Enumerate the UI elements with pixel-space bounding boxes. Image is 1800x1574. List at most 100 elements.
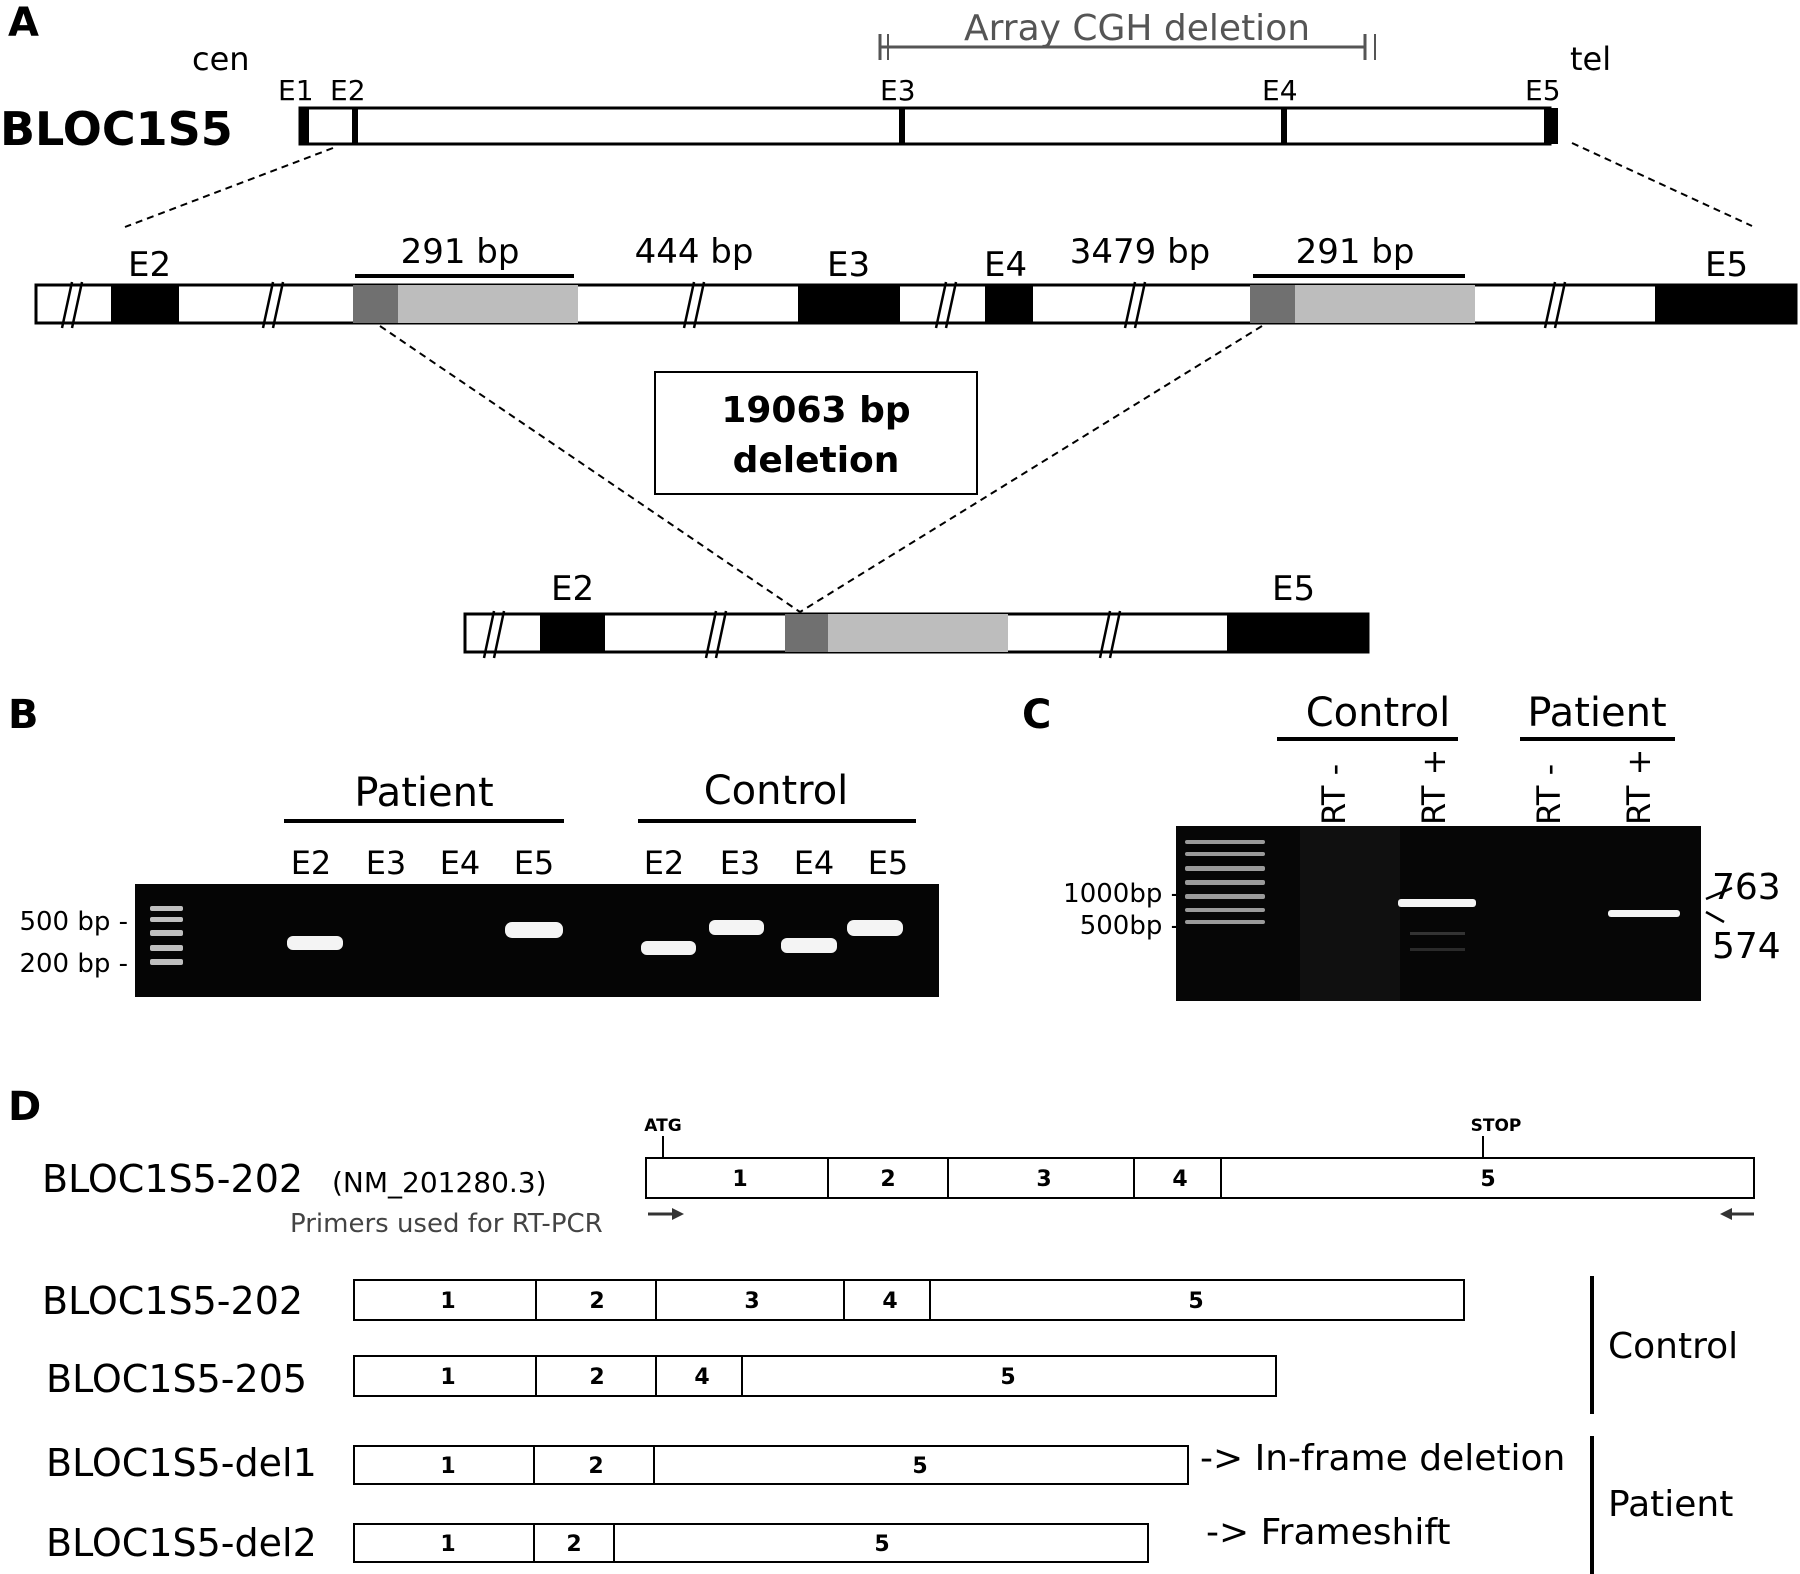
- gel-c-lane-3: RT -: [1530, 764, 1568, 825]
- gel-b-lane-6: E3: [720, 844, 761, 882]
- zoom-line-left: [124, 147, 334, 228]
- exon-del2-2: 2: [566, 1532, 581, 1557]
- deleted-allele-breaks: [482, 610, 1122, 659]
- transcript-name-202: BLOC1S5-202: [42, 1279, 303, 1323]
- gel-b-patient-header: Patient: [354, 770, 493, 816]
- intron-break-marks: [60, 281, 1567, 329]
- gel-c-marker-500: 500bp -: [1080, 911, 1180, 941]
- gel-c-lane-2: RT +: [1415, 749, 1453, 825]
- repeat-291-right-label: 291 bp: [1296, 232, 1415, 272]
- patient-group-label: Patient: [1608, 1484, 1733, 1525]
- ref-exon-5: 5: [1480, 1167, 1495, 1192]
- exon-205-4: 4: [694, 1365, 709, 1390]
- transcript-name-del2: BLOC1S5-del2: [46, 1521, 317, 1565]
- ref-exon-4: 4: [1172, 1167, 1187, 1192]
- exon-del2-1: 1: [440, 1532, 455, 1557]
- exon-202-4: 4: [882, 1289, 897, 1314]
- deletion-size: 19063 bp: [721, 390, 910, 431]
- gel-b-image: [135, 884, 939, 997]
- exon-del1-2: 2: [588, 1454, 603, 1479]
- zoom-line-right: [1571, 142, 1753, 227]
- deletion-word: deletion: [733, 440, 900, 481]
- atg-label: ATG: [644, 1116, 681, 1136]
- transcript-name-del1: BLOC1S5-del1: [46, 1441, 317, 1485]
- repeat-291-left-label: 291 bp: [401, 232, 520, 272]
- exon-202-5: 5: [1188, 1289, 1203, 1314]
- gel-c-band-patient-rtplus: [1608, 910, 1680, 917]
- mid-exon-e2: E2: [128, 245, 171, 285]
- gel-b-band-control-e2: [641, 941, 696, 955]
- note-frameshift: -> Frameshift: [1206, 1512, 1451, 1553]
- gel-b-lane-1: E2: [291, 844, 332, 882]
- deleted-allele-e2: E2: [551, 569, 594, 609]
- reverse-primer-arrow-icon: [1720, 1208, 1754, 1220]
- stop-label: STOP: [1471, 1116, 1522, 1136]
- gel-c-patient-header: Patient: [1527, 690, 1666, 736]
- transcript-bar-del2: [353, 1523, 1149, 1563]
- gel-b-marker-500: 500 bp -: [19, 907, 128, 937]
- top-exon-e3: E3: [880, 74, 916, 107]
- gel-c-image: [1176, 826, 1701, 1001]
- tel-label: tel: [1570, 40, 1611, 78]
- exon-202-2: 2: [589, 1289, 604, 1314]
- gel-c-size-574-tick: [1705, 910, 1725, 924]
- panel-d-label: D: [8, 1084, 41, 1130]
- gel-c-lane-1: RT -: [1315, 764, 1353, 825]
- deletion-box: [654, 371, 978, 495]
- gel-b-lane-labels: E2 E3 E4 E5 E2 E3 E4 E5: [291, 844, 909, 882]
- exon-205-2: 2: [589, 1365, 604, 1390]
- exon-del2-5: 5: [874, 1532, 889, 1557]
- exon-205-1: 1: [440, 1365, 455, 1390]
- transcript-name-205: BLOC1S5-205: [46, 1357, 307, 1401]
- top-exon-e4: E4: [1262, 74, 1298, 107]
- note-in-frame-deletion: -> In-frame deletion: [1200, 1438, 1565, 1479]
- mid-exon-e3: E3: [827, 245, 870, 285]
- deleted-allele-e5: E5: [1272, 569, 1315, 609]
- transcript-bar-202: [353, 1279, 1465, 1321]
- gel-b-lane-7: E4: [794, 844, 835, 882]
- top-exon-e1: E1: [278, 74, 314, 107]
- gel-b-lane-5: E2: [644, 844, 685, 882]
- intron-444-label: 444 bp: [635, 232, 754, 272]
- gel-c-ladder: [1185, 840, 1265, 924]
- intron-3479-label: 3479 bp: [1070, 232, 1211, 272]
- gel-c-control-header: Control: [1306, 690, 1451, 736]
- top-exon-e2: E2: [330, 74, 366, 107]
- gel-b-control-header: Control: [704, 768, 849, 814]
- gel-b-band-control-e3: [709, 920, 764, 935]
- gel-b-marker-200: 200 bp -: [19, 949, 128, 979]
- exon-202-1: 1: [440, 1289, 455, 1314]
- gel-c-marker-1000: 1000bp -: [1063, 879, 1180, 909]
- gel-c-size-763-tick: [1705, 886, 1733, 901]
- ref-transcript-bar: [645, 1157, 1755, 1199]
- gel-b-lane-8: E5: [868, 844, 909, 882]
- zoomed-gene-bar: [34, 283, 1798, 325]
- gel-c-lane-labels: RT - RT + RT - RT +: [1315, 749, 1658, 825]
- gel-b-ladder: [150, 906, 183, 965]
- gel-b-lane-4: E5: [514, 844, 555, 882]
- deleted-allele-bar: [463, 612, 1370, 654]
- mid-exon-e5: E5: [1705, 245, 1748, 285]
- deletion-line-left: [379, 325, 801, 613]
- gene-name: BLOC1S5: [0, 102, 233, 156]
- primers-label: Primers used for RT-PCR: [290, 1209, 603, 1239]
- transcript-bar-del1: [353, 1445, 1189, 1485]
- exon-205-5: 5: [1000, 1365, 1015, 1390]
- transcript-bar-205: [353, 1355, 1277, 1397]
- ref-exon-3: 3: [1036, 1167, 1051, 1192]
- gel-c-size-763: 763: [1712, 867, 1781, 908]
- cen-label: cen: [192, 40, 250, 78]
- gel-b-band-patient-e2: [287, 936, 343, 950]
- gel-b-lane-2: E3: [366, 844, 407, 882]
- deletion-line-right: [799, 325, 1263, 613]
- exon-202-3: 3: [744, 1289, 759, 1314]
- panel-a-label: A: [8, 0, 39, 46]
- mid-exon-e4: E4: [984, 245, 1027, 285]
- array-cgh-label: Array CGH deletion: [964, 8, 1310, 49]
- panel-b-label: B: [8, 692, 39, 738]
- ref-exon-2: 2: [880, 1167, 895, 1192]
- array-cgh-bar: [878, 34, 1376, 60]
- gel-c-lane-4: RT +: [1620, 749, 1658, 825]
- gel-c-size-574: 574: [1712, 926, 1781, 967]
